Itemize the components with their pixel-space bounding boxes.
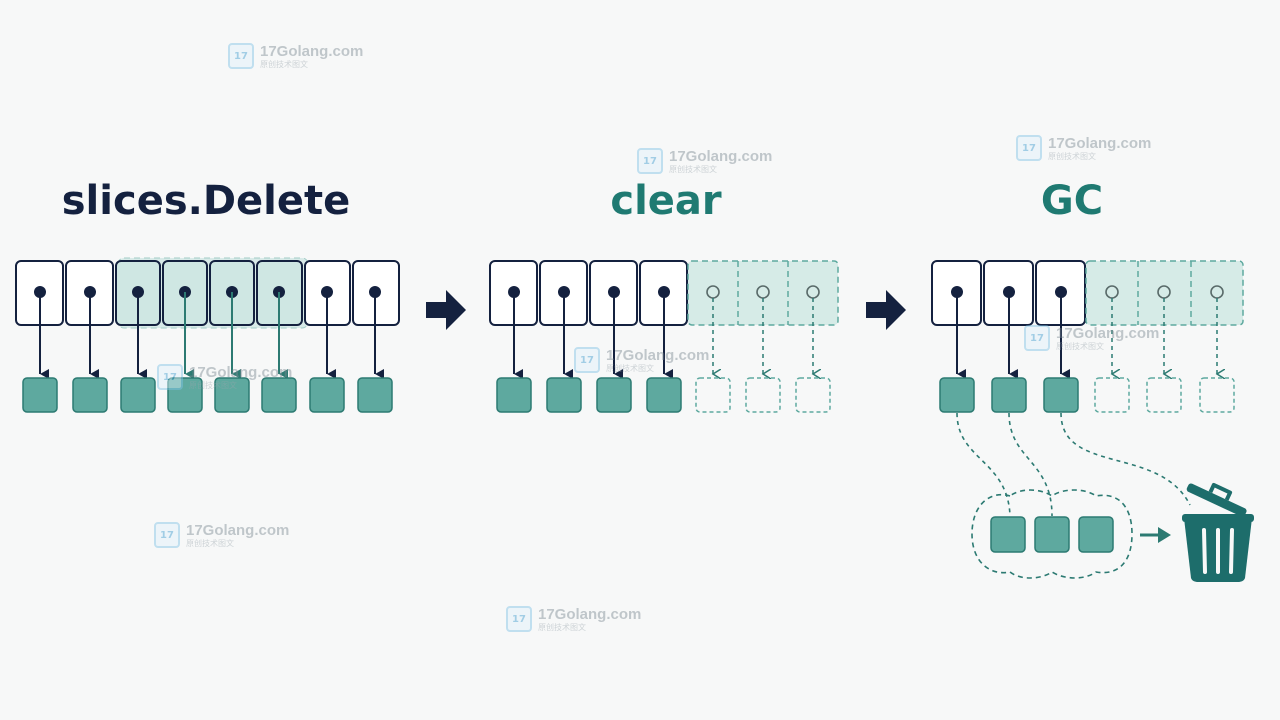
- garbage-object: [1034, 516, 1070, 553]
- arrow-right-icon: [1140, 527, 1171, 543]
- heap-object: [22, 377, 58, 413]
- empty-slot: [1094, 377, 1130, 413]
- heap-object: [939, 377, 975, 413]
- heap-object: [1043, 377, 1079, 413]
- heap-object: [596, 377, 632, 413]
- heap-object: [357, 377, 393, 413]
- empty-slot: [1199, 377, 1235, 413]
- heap-object: [646, 377, 682, 413]
- empty-slot: [745, 377, 781, 413]
- gc-paths: [956, 412, 1191, 517]
- slice-cells: [15, 260, 400, 326]
- panel-gc: GC: [931, 178, 1254, 582]
- heap-objects: [939, 377, 1235, 413]
- pointer-arrows: [951, 285, 1223, 379]
- panel-clear: clear: [489, 178, 839, 413]
- panel-title-slices-delete: slices.Delete: [62, 178, 351, 224]
- panel-title-clear: clear: [610, 178, 722, 224]
- pointer-arrows: [34, 286, 384, 379]
- heap-object: [309, 377, 345, 413]
- panel-title-gc: GC: [1041, 178, 1103, 224]
- heap-object: [167, 377, 203, 413]
- heap-object: [72, 377, 108, 413]
- slice-cells: [931, 260, 1244, 326]
- garbage-cluster-outline: [971, 489, 1133, 579]
- heap-objects: [22, 377, 393, 413]
- pointer-arrows: [508, 285, 819, 379]
- panel-slices-delete: slices.Delete: [15, 178, 400, 413]
- heap-object: [261, 377, 297, 413]
- empty-slot: [695, 377, 731, 413]
- trash-bin-icon: [1182, 482, 1254, 582]
- garbage-object: [1078, 516, 1114, 553]
- heap-object: [991, 377, 1027, 413]
- empty-slot: [1146, 377, 1182, 413]
- garbage-object: [990, 516, 1026, 553]
- empty-slot: [795, 377, 831, 413]
- arrow-right-icon: [866, 290, 906, 330]
- heap-object: [214, 377, 250, 413]
- heap-object: [496, 377, 532, 413]
- heap-object: [546, 377, 582, 413]
- heap-objects: [496, 377, 831, 413]
- arrow-right-icon: [426, 290, 466, 330]
- garbage-objects: [990, 516, 1114, 553]
- heap-object: [120, 377, 156, 413]
